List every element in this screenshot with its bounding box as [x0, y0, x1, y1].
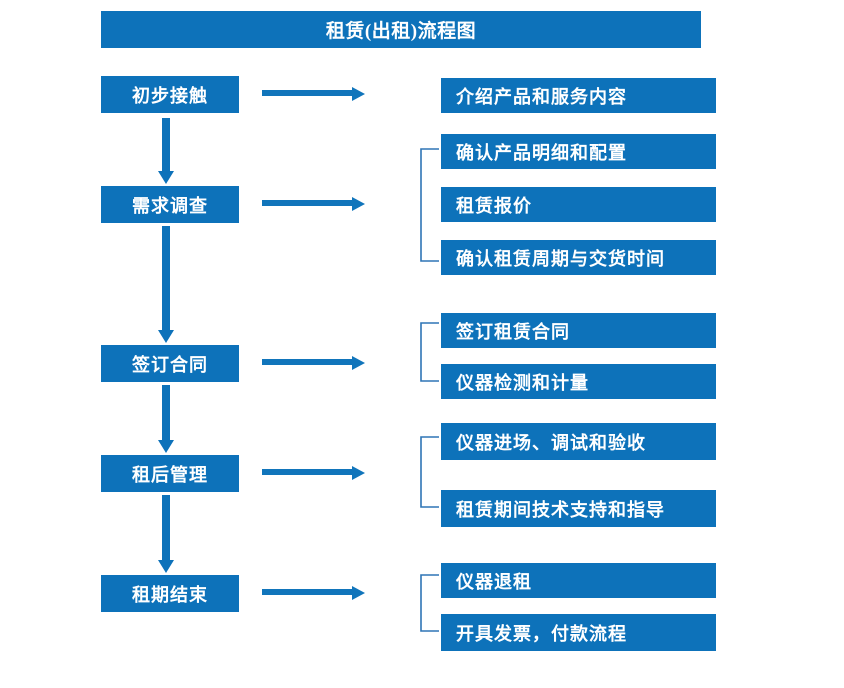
task-node-5[interactable]: 签订租赁合同 — [441, 313, 716, 348]
connector-arrow-down-3 — [156, 385, 176, 455]
connector-arrow-down-4 — [156, 495, 176, 575]
flow-arrow-right-2 — [262, 196, 366, 212]
flow-arrow-right-1 — [262, 86, 366, 102]
stage-node-4[interactable]: 租后管理 — [101, 455, 239, 492]
group-bracket-2 — [419, 322, 441, 382]
chart-title: 租赁(出租)流程图 — [101, 11, 701, 48]
task-node-7[interactable]: 仪器进场、调试和验收 — [441, 423, 716, 460]
task-node-6[interactable]: 仪器检测和计量 — [441, 364, 716, 399]
task-node-1[interactable]: 介绍产品和服务内容 — [441, 78, 716, 113]
connector-arrow-down-2 — [156, 226, 176, 345]
group-bracket-1 — [419, 148, 441, 262]
task-node-4[interactable]: 确认租赁周期与交货时间 — [441, 240, 716, 275]
connector-arrow-down-1 — [156, 118, 176, 186]
task-node-3[interactable]: 租赁报价 — [441, 187, 716, 222]
group-bracket-3 — [419, 436, 441, 508]
stage-node-1[interactable]: 初步接触 — [101, 76, 239, 113]
flow-arrow-right-4 — [262, 465, 366, 481]
stage-node-2[interactable]: 需求调查 — [101, 186, 239, 223]
stage-node-3[interactable]: 签订合同 — [101, 345, 239, 382]
task-node-8[interactable]: 租赁期间技术支持和指导 — [441, 490, 716, 527]
stage-node-5[interactable]: 租期结束 — [101, 575, 239, 612]
task-node-10[interactable]: 开具发票，付款流程 — [441, 614, 716, 651]
task-node-9[interactable]: 仪器退租 — [441, 563, 716, 598]
flow-arrow-right-3 — [262, 355, 366, 371]
task-node-2[interactable]: 确认产品明细和配置 — [441, 134, 716, 169]
flow-arrow-right-5 — [262, 585, 366, 601]
group-bracket-4 — [419, 574, 441, 632]
